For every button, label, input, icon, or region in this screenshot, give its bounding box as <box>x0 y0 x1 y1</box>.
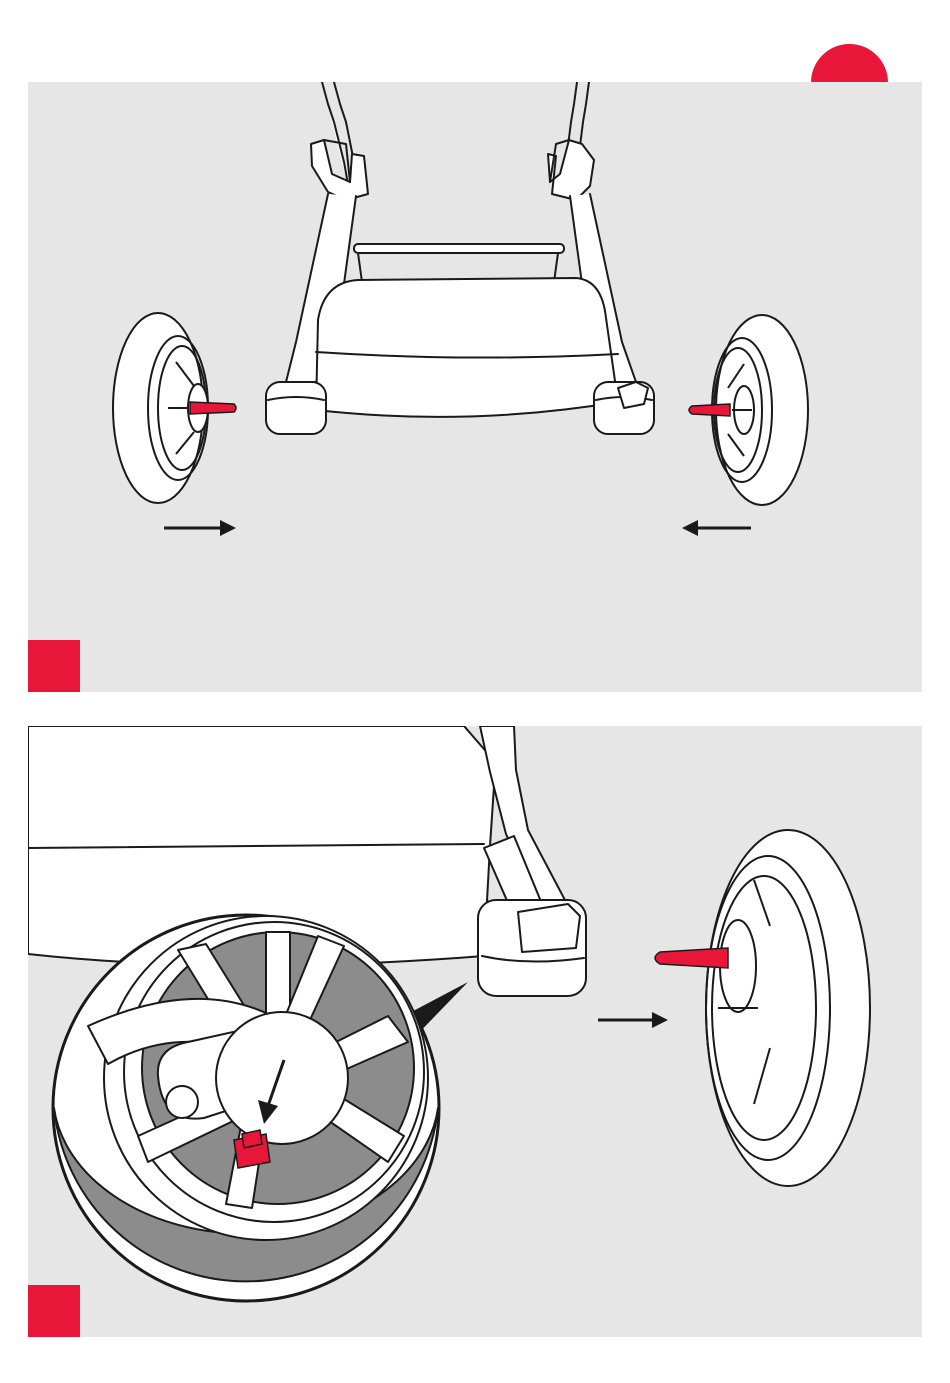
left-axle-pin <box>190 402 236 414</box>
hub-closeup <box>53 915 439 1301</box>
cross-bar <box>354 244 564 253</box>
step-1-panel <box>28 82 922 692</box>
step-1-illustration <box>28 82 922 692</box>
wheel-push-arrow <box>598 1012 668 1028</box>
right-push-arrow <box>682 520 751 536</box>
step-2-panel <box>28 726 922 1337</box>
step-2-marker <box>28 1285 80 1337</box>
left-push-arrow <box>164 520 236 536</box>
basket <box>316 278 618 417</box>
detached-wheel <box>706 830 870 1186</box>
right-axle-pin <box>689 404 730 416</box>
axle-pin <box>655 948 728 968</box>
step-2-illustration <box>28 726 922 1337</box>
step-1-marker <box>28 640 80 692</box>
left-wheel-housing <box>266 382 326 434</box>
